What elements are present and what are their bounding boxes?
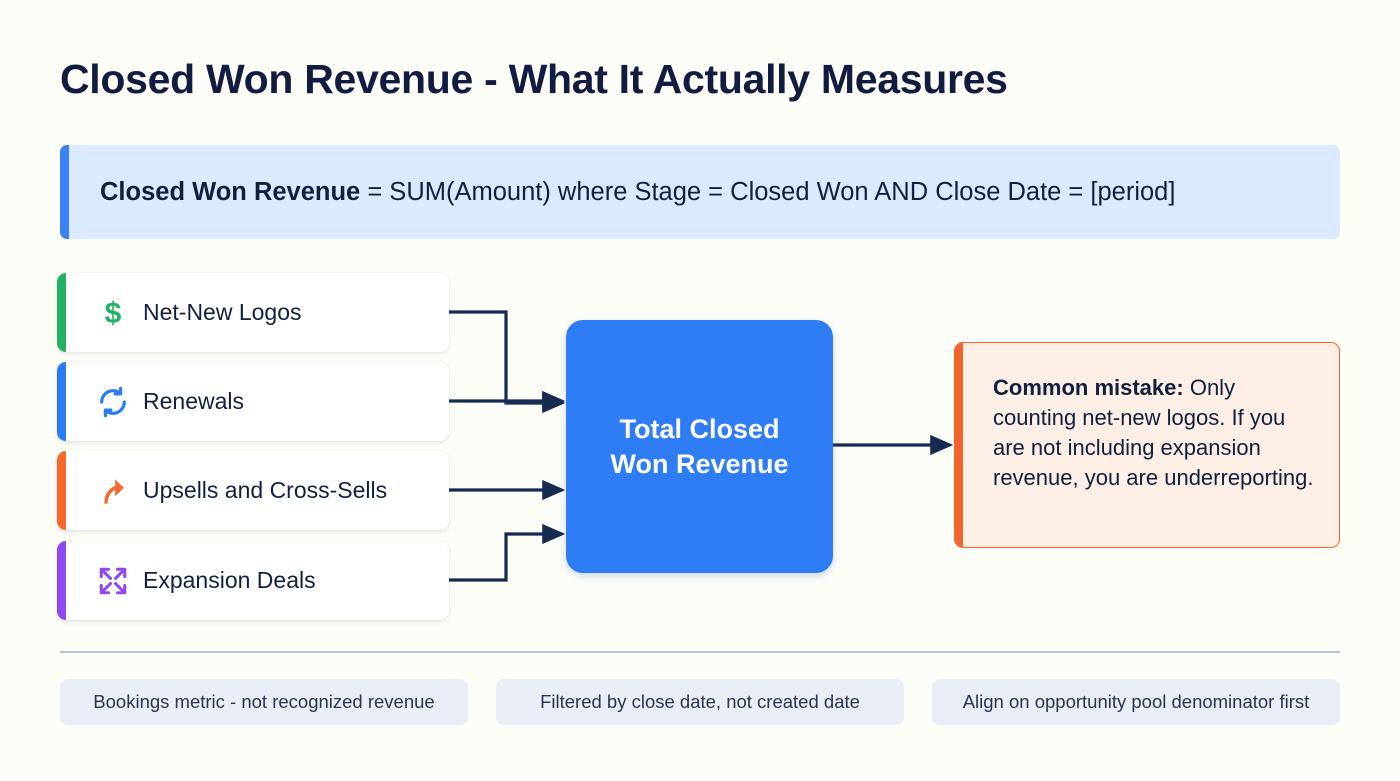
- footer-chip-label: Bookings metric - not recognized revenue: [93, 691, 435, 712]
- callout-lead: Common mistake:: [993, 375, 1184, 400]
- source-card-net-new-logos[interactable]: $ Net-New Logos: [57, 273, 449, 352]
- card-accent-bar: [57, 273, 66, 352]
- footer-divider: [60, 651, 1340, 653]
- hub-line-2: Won Revenue: [610, 448, 789, 479]
- source-card-renewals[interactable]: Renewals: [57, 362, 449, 441]
- formula-text: Closed Won Revenue = SUM(Amount) where S…: [60, 178, 1175, 207]
- connector-expansion: [449, 523, 566, 582]
- expand-arrows-icon: [89, 565, 137, 597]
- formula-expression: = SUM(Amount) where Stage = Closed Won A…: [360, 177, 1176, 206]
- card-accent-bar: [57, 541, 66, 620]
- connector-net-new-logos: [449, 310, 566, 414]
- hub-line-1: Total Closed: [619, 413, 780, 444]
- source-card-label: Expansion Deals: [143, 567, 316, 593]
- page-title: Closed Won Revenue - What It Actually Me…: [60, 56, 1008, 102]
- footer-chip-bookings-metric: Bookings metric - not recognized revenue: [60, 679, 468, 725]
- source-card-label: Net-New Logos: [143, 299, 302, 325]
- dollar-sign-icon: $: [89, 296, 137, 330]
- formula-term: Closed Won Revenue: [100, 177, 361, 206]
- svg-text:$: $: [105, 297, 122, 330]
- source-card-label: Renewals: [143, 388, 244, 414]
- source-card-label: Upsells and Cross-Sells: [143, 477, 388, 503]
- formula-banner: Closed Won Revenue = SUM(Amount) where S…: [60, 145, 1340, 239]
- callout-text: Common mistake: Only counting net-new lo…: [993, 373, 1315, 493]
- source-card-expansion-deals[interactable]: Expansion Deals: [57, 541, 449, 620]
- up-arrow-curve-icon: [89, 475, 137, 507]
- footer-chip-label: Align on opportunity pool denominator fi…: [962, 691, 1310, 712]
- common-mistake-callout: Common mistake: Only counting net-new lo…: [954, 342, 1340, 548]
- total-closed-won-revenue-node: Total Closed Won Revenue: [566, 320, 833, 573]
- card-accent-bar: [57, 451, 66, 530]
- footer-chip-close-date: Filtered by close date, not created date: [496, 679, 904, 725]
- footer-chip-opportunity-pool: Align on opportunity pool denominator fi…: [932, 679, 1340, 725]
- callout-body: Only counting net-new logos. If you are …: [993, 375, 1314, 490]
- footer-chip-label: Filtered by close date, not created date: [540, 691, 860, 712]
- refresh-cycle-icon: [89, 386, 137, 418]
- formula-accent-bar: [60, 145, 69, 239]
- source-card-upsells-cross-sells[interactable]: Upsells and Cross-Sells: [57, 451, 449, 530]
- card-accent-bar: [57, 362, 66, 441]
- callout-accent-bar: [955, 343, 963, 547]
